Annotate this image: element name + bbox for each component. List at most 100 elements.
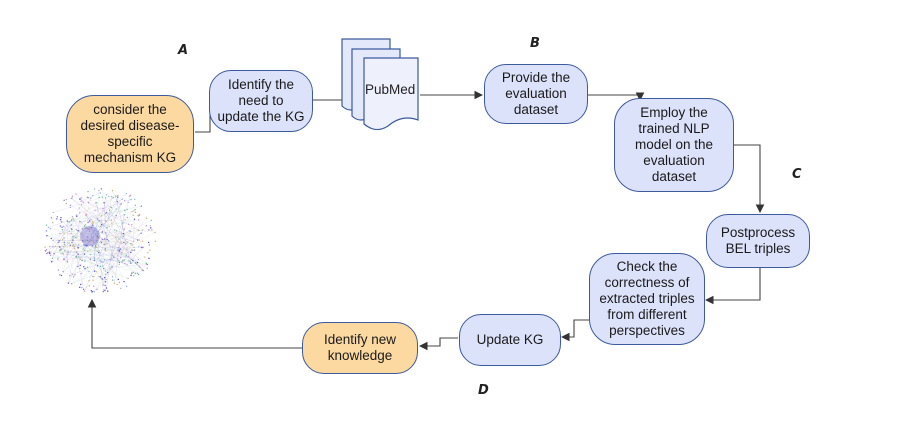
graph-node — [94, 257, 96, 259]
graph-node — [123, 209, 126, 212]
graph-node — [150, 227, 152, 229]
graph-node — [65, 202, 68, 205]
graph-edge — [81, 197, 92, 228]
graph-edge — [70, 205, 100, 221]
graph-node — [56, 218, 58, 220]
graph-dense-core — [80, 226, 100, 246]
graph-edge — [102, 195, 131, 286]
graph-node — [84, 260, 86, 262]
graph-edge — [46, 219, 139, 236]
graph-node — [120, 203, 122, 205]
graph-edge — [117, 195, 126, 245]
graph-node — [104, 273, 107, 276]
graph-node — [84, 249, 86, 251]
graph-edge — [95, 245, 119, 280]
graph-node — [83, 225, 86, 227]
graph-node — [146, 267, 148, 269]
graph-node — [70, 232, 72, 235]
graph-node — [48, 252, 51, 255]
graph-node — [133, 246, 135, 248]
graph-node — [72, 244, 74, 246]
graph-node — [116, 195, 118, 198]
graph-node — [123, 228, 125, 230]
graph-node — [50, 261, 53, 263]
graph-node — [116, 200, 118, 203]
graph-edge — [46, 235, 137, 265]
graph-node — [130, 262, 132, 265]
section-label-c: C — [792, 167, 802, 182]
graph-node — [68, 230, 70, 232]
graph-node — [86, 245, 88, 247]
graph-node — [80, 204, 83, 206]
graph-node — [71, 216, 74, 218]
graph-node — [129, 230, 132, 233]
section-label-b: B — [530, 36, 540, 51]
graph-node — [99, 265, 102, 267]
graph-node — [77, 247, 79, 249]
graph-node — [100, 188, 103, 190]
graph-node — [104, 284, 106, 287]
graph-node — [57, 257, 59, 259]
graph-node — [75, 228, 78, 231]
graph-node — [115, 236, 117, 239]
graph-edge — [86, 229, 143, 246]
graph-node — [117, 259, 120, 262]
graph-node — [128, 230, 131, 232]
graph-node — [104, 289, 106, 292]
graph-node — [68, 221, 71, 223]
graph-node — [63, 233, 65, 235]
graph-node — [118, 261, 121, 264]
graph-edge — [120, 219, 135, 258]
graph-node — [48, 251, 51, 253]
graph-node — [151, 229, 153, 231]
graph-edge — [100, 192, 121, 250]
node-check-correctness-text: Check the correctness of extracted tripl… — [599, 259, 695, 338]
graph-node — [87, 250, 89, 252]
graph-edge — [112, 264, 148, 268]
graph-node — [83, 253, 86, 255]
graph-node — [125, 285, 128, 288]
graph-node — [145, 262, 148, 264]
graph-node — [71, 245, 74, 247]
graph-node — [88, 285, 91, 287]
graph-edge — [62, 236, 73, 272]
graph-node — [111, 266, 113, 268]
graph-node — [123, 241, 125, 244]
graph-node — [127, 201, 129, 204]
graph-node — [100, 215, 103, 217]
section-label-a: A — [178, 43, 189, 58]
node-consider-kg: consider the desired disease-specific me… — [66, 95, 194, 173]
node-identify-need: Identify the need to update the KG — [209, 70, 313, 132]
graph-node — [130, 249, 133, 251]
graph-node — [136, 263, 138, 265]
graph-node — [91, 236, 93, 238]
graph-node — [96, 288, 98, 291]
graph-node — [125, 256, 127, 258]
node-update-kg: Update KG — [459, 314, 561, 366]
graph-node — [72, 239, 74, 241]
graph-node — [122, 232, 125, 235]
graph-node — [60, 274, 63, 277]
graph-node — [113, 282, 116, 284]
graph-node — [93, 259, 95, 261]
graph-node — [67, 221, 69, 223]
graph-edge — [79, 241, 101, 288]
graph-node — [70, 219, 73, 222]
node-provide-dataset: Provide the evaluation dataset — [484, 64, 588, 124]
graph-node — [75, 236, 77, 239]
graph-node — [112, 196, 114, 199]
graph-node — [108, 195, 110, 198]
graph-node — [136, 272, 139, 275]
graph-node — [100, 223, 103, 226]
node-provide-dataset-text: Provide the evaluation dataset — [501, 70, 571, 117]
graph-edge — [79, 238, 98, 269]
graph-node — [136, 261, 139, 264]
graph-node — [70, 197, 72, 200]
arrow-identify-new-to-graph — [87, 298, 302, 349]
graph-node — [84, 227, 86, 229]
graph-node — [133, 275, 135, 277]
graph-node — [62, 271, 65, 273]
graph-edge — [114, 229, 139, 275]
graph-node — [91, 227, 93, 229]
graph-node — [77, 253, 79, 255]
